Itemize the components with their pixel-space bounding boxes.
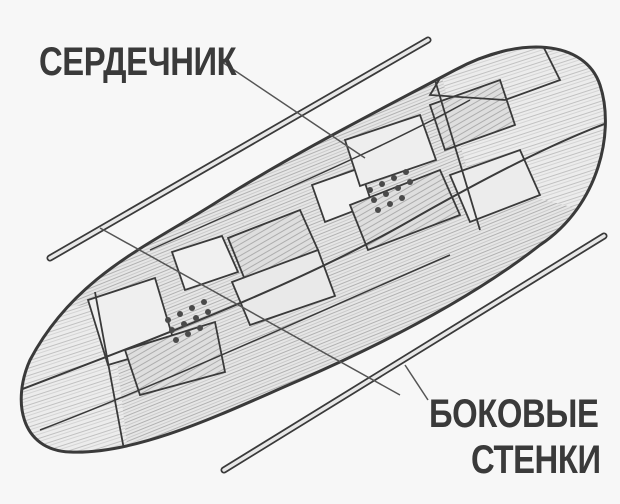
- binding-inserts-front: [367, 169, 413, 213]
- leader-lines-sidewalls: [99, 227, 429, 401]
- sidewall-bottom: [220, 232, 608, 474]
- label-core: СЕРДЕЧНИК: [39, 40, 237, 84]
- binding-inserts-rear: [165, 299, 211, 343]
- label-sidewalls-line1: БОКОВЫЕ: [429, 392, 599, 436]
- sidewall-top: [46, 36, 432, 262]
- label-sidewalls-line2: СТЕНКИ: [471, 438, 601, 482]
- leader-line-core: [221, 61, 366, 159]
